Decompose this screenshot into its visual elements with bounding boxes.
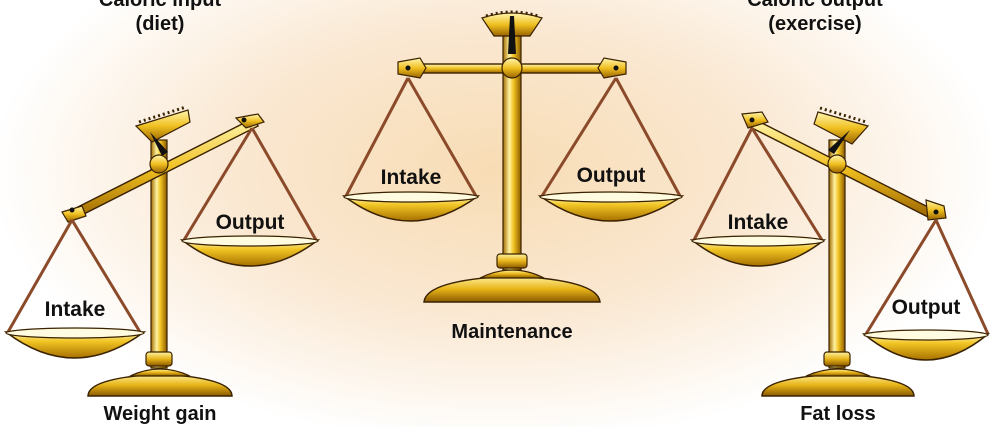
scale-needle bbox=[150, 132, 168, 156]
scale-pole bbox=[150, 139, 168, 369]
caloric-input-title: Caloric input bbox=[98, 0, 222, 11]
caloric-input-subtitle: (diet) bbox=[135, 13, 185, 35]
output-pan bbox=[861, 333, 990, 361]
chain bbox=[540, 77, 682, 197]
chain bbox=[182, 127, 318, 241]
output-pan bbox=[179, 239, 321, 267]
scale-base bbox=[423, 275, 601, 303]
intake-label: Intake bbox=[380, 166, 442, 189]
output-label: Output bbox=[891, 296, 961, 319]
scale-gauge bbox=[813, 111, 870, 145]
intake-pan bbox=[3, 331, 147, 359]
scale-maintenance bbox=[341, 10, 685, 303]
chain bbox=[864, 219, 990, 335]
intake-label: Intake bbox=[44, 298, 106, 321]
scale-gauge bbox=[134, 109, 191, 143]
scale-base bbox=[87, 373, 233, 397]
caloric-output-title: Caloric output bbox=[747, 0, 883, 11]
caloric-output-subtitle: (exercise) bbox=[768, 13, 862, 35]
caption-maintenance: Maintenance bbox=[451, 321, 573, 343]
scale-base bbox=[761, 373, 915, 397]
output-label: Output bbox=[215, 211, 285, 234]
intake-pan bbox=[341, 195, 481, 222]
chain bbox=[344, 77, 478, 197]
caption-fat-loss: Fat loss bbox=[800, 403, 876, 425]
scale-weight-gain bbox=[3, 105, 321, 397]
scale-pole bbox=[828, 139, 846, 369]
scale-fat-loss bbox=[689, 106, 990, 397]
caloric-output-heading: Caloric output (exercise) bbox=[715, 0, 915, 36]
chain bbox=[692, 127, 824, 241]
output-pan bbox=[537, 195, 685, 222]
caption-weight-gain: Weight gain bbox=[103, 403, 217, 425]
output-label: Output bbox=[576, 164, 646, 187]
intake-pan bbox=[689, 239, 827, 267]
intake-label: Intake bbox=[727, 211, 789, 234]
scale-needle bbox=[508, 16, 516, 54]
chain bbox=[6, 219, 142, 333]
caloric-input-heading: Caloric input (diet) bbox=[70, 0, 250, 36]
scale-needle bbox=[828, 130, 850, 154]
